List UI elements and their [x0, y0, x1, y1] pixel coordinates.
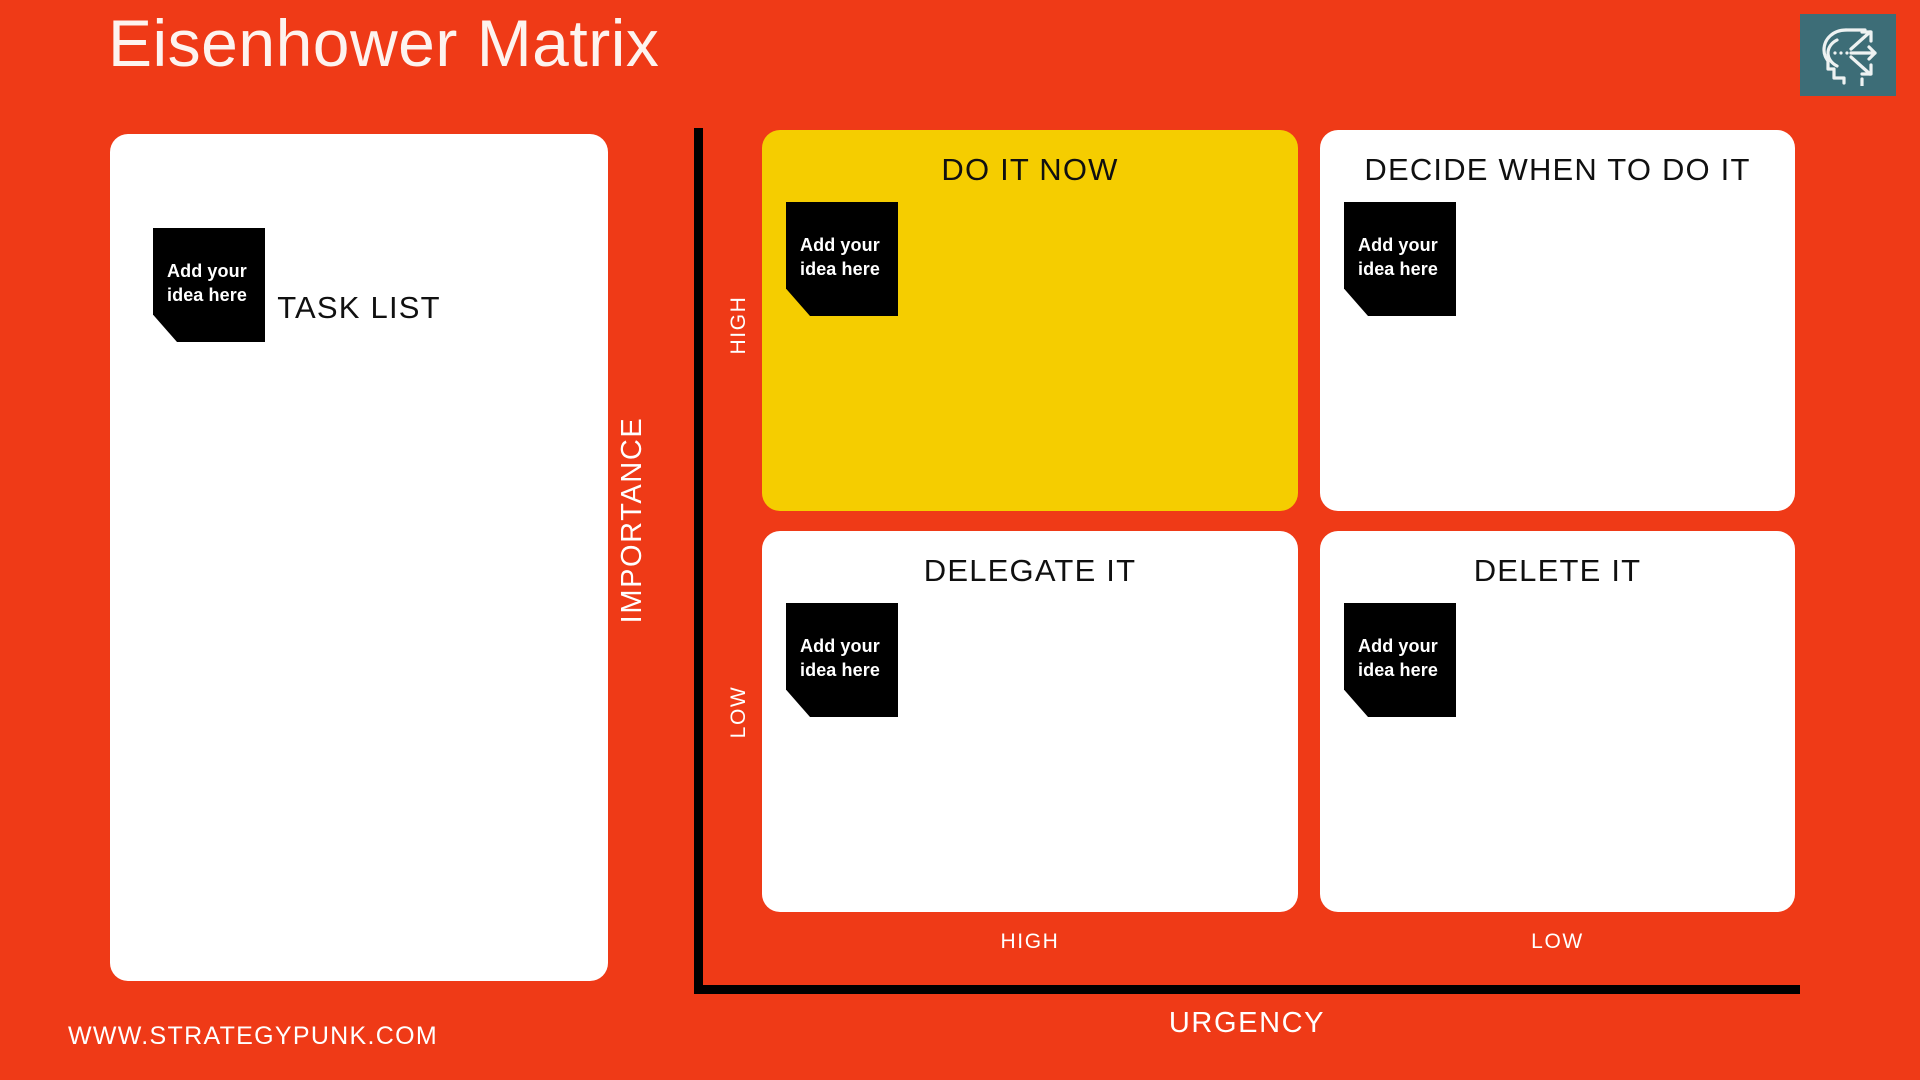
importance-axis-label: IMPORTANCE — [616, 416, 648, 624]
importance-tick-high: HIGH — [727, 295, 750, 355]
sticky-note-text: Add your idea here — [1358, 636, 1438, 680]
brand-logo — [1800, 14, 1896, 96]
page-title: Eisenhower Matrix — [108, 6, 660, 80]
urgency-tick-low: LOW — [1531, 930, 1584, 953]
importance-tick-low: LOW — [727, 685, 750, 739]
task-list-card[interactable]: TASK LIST Add your idea here — [110, 134, 608, 981]
quadrant-decide-when-to-do-it[interactable]: DECIDE WHEN TO DO IT Add your idea here — [1320, 130, 1795, 511]
sticky-note-do-it-now[interactable]: Add your idea here — [786, 202, 898, 316]
urgency-axis-label: URGENCY — [1168, 1007, 1326, 1039]
quadrant-title-delete-it: DELETE IT — [1473, 553, 1642, 588]
footer-website-url[interactable]: WWW.STRATEGYPUNK.COM — [68, 1022, 438, 1050]
sticky-note-text: Add your idea here — [167, 261, 247, 305]
head-profile-arrows-icon — [1813, 24, 1883, 86]
quadrant-title-delegate-it: DELEGATE IT — [923, 553, 1137, 588]
sticky-note-task-list[interactable]: Add your idea here — [153, 228, 265, 342]
importance-axis-line — [694, 128, 703, 994]
sticky-note-text: Add your idea here — [800, 636, 880, 680]
quadrant-delegate-it[interactable]: DELEGATE IT Add your idea here — [762, 531, 1298, 912]
task-list-title: TASK LIST — [277, 290, 441, 325]
sticky-note-decide-when-to-do-it[interactable]: Add your idea here — [1344, 202, 1456, 316]
sticky-note-text: Add your idea here — [1358, 235, 1438, 279]
quadrant-delete-it[interactable]: DELETE IT Add your idea here — [1320, 531, 1795, 912]
quadrant-title-decide-when-to-do-it: DECIDE WHEN TO DO IT — [1364, 152, 1751, 187]
sticky-note-text: Add your idea here — [800, 235, 880, 279]
urgency-tick-high: HIGH — [1000, 930, 1060, 953]
quadrant-title-do-it-now: DO IT NOW — [941, 152, 1119, 187]
urgency-axis-line — [694, 985, 1800, 994]
sticky-note-delete-it[interactable]: Add your idea here — [1344, 603, 1456, 717]
quadrant-do-it-now[interactable]: DO IT NOW Add your idea here — [762, 130, 1298, 511]
sticky-note-delegate-it[interactable]: Add your idea here — [786, 603, 898, 717]
